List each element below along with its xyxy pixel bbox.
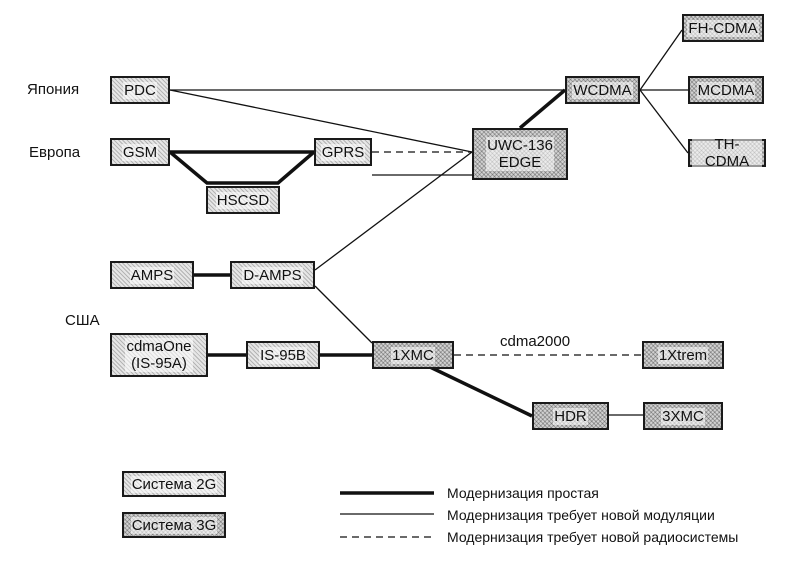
system-label-gsm: GSM xyxy=(121,143,159,161)
link-damps-uwc136 xyxy=(314,151,473,271)
link-uwc136-wcdma xyxy=(518,88,567,130)
system-box-wcdma: WCDMA xyxy=(565,76,640,104)
system-box-1xmc: 1XMC xyxy=(372,341,454,369)
system-label-amps: AMPS xyxy=(129,266,175,284)
system-label-3xmc: 3XMC xyxy=(661,407,705,425)
legend-text-radio: Модернизация требует новой радиосистемы xyxy=(447,529,739,545)
region-label-usa: США xyxy=(65,312,100,329)
system-box-d-amps: D-AMPS xyxy=(230,261,315,289)
region-label-europe: Европа xyxy=(29,144,81,161)
system-label-gprs: GPRS xyxy=(320,143,366,161)
system-label-wcdma: WCDMA xyxy=(572,81,633,99)
legend-label-3g: Система 3G xyxy=(130,516,218,534)
system-box-amps: AMPS xyxy=(110,261,194,289)
link-wcdma-fhcdma xyxy=(639,29,683,91)
system-box-hdr: HDR xyxy=(532,402,609,430)
link-gsm-hscsd-gprs xyxy=(168,150,316,185)
system-label-d-amps: D-AMPS xyxy=(242,266,303,284)
system-label-cdmaone: cdmaOne (IS-95A) xyxy=(125,338,193,372)
system-box-3xmc: 3XMC xyxy=(643,402,723,430)
system-label-1xmc: 1XMC xyxy=(391,346,435,364)
cdma2000-label: cdma2000 xyxy=(500,333,571,350)
system-label-pdc: PDC xyxy=(123,81,157,99)
system-box-gprs: GPRS xyxy=(314,138,372,166)
system-label-mcdma: MCDMA xyxy=(696,81,756,99)
system-box-uwc136-edge: UWC-136 EDGE xyxy=(472,128,568,180)
system-box-hscsd: HSCSD xyxy=(206,186,280,214)
legend-box-2g: Система 2G xyxy=(122,471,226,497)
link-damps-1xmc xyxy=(314,285,373,344)
link-pdc-uwc136 xyxy=(169,89,473,153)
legend-text-modulation: Модернизация требует новой модуляции xyxy=(447,507,715,523)
region-label-japan: Япония xyxy=(27,81,80,98)
system-box-mcdma: MCDMA xyxy=(688,76,764,104)
system-label-is-95b: IS-95B xyxy=(259,346,307,364)
system-label-fh-cdma: FH-CDMA xyxy=(687,19,759,37)
system-box-is-95b: IS-95B xyxy=(246,341,320,369)
system-label-hdr: HDR xyxy=(553,407,588,425)
system-box-gsm: GSM xyxy=(110,138,170,166)
system-label-uwc136-edge: UWC-136 EDGE xyxy=(486,137,554,171)
legend-text-simple: Модернизация простая xyxy=(447,485,599,501)
system-label-th-cdma: TH-CDMA xyxy=(692,136,762,170)
system-box-cdmaone: cdmaOne (IS-95A) xyxy=(110,333,208,377)
legend-box-3g: Система 3G xyxy=(122,512,226,538)
link-1xmc-hdr xyxy=(429,365,533,418)
system-box-1xtrem: 1Xtrem xyxy=(642,341,724,369)
system-label-1xtrem: 1Xtrem xyxy=(657,346,709,364)
legend-label-2g: Система 2G xyxy=(130,475,218,493)
system-box-th-cdma: TH-CDMA xyxy=(688,136,766,170)
system-box-pdc: PDC xyxy=(110,76,170,104)
system-box-fh-cdma: FH-CDMA xyxy=(682,14,764,42)
system-label-hscsd: HSCSD xyxy=(215,191,271,209)
link-wcdma-thcdma xyxy=(639,89,689,154)
